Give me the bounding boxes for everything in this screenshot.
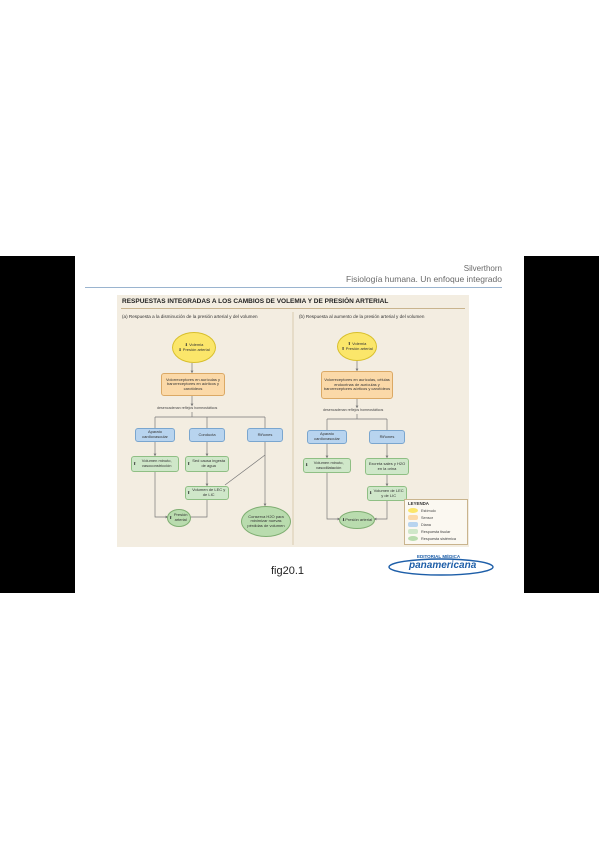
panel-a-output-pressure: ⬆ Presión arterial — [167, 509, 191, 527]
arrow-a-branch — [154, 412, 266, 428]
arrow-a-r1-out1 — [154, 472, 169, 519]
panel-b-node-kidneys: Riñones — [369, 430, 405, 444]
panel-b-subtitle: (b) Respuesta al aumento de la presión a… — [299, 314, 425, 319]
panel-b-receptors: Volorreceptores en aurículas, células en… — [321, 371, 393, 399]
legend-swatch-tissue — [408, 529, 418, 534]
panel-a-receptors: Volorreceptores en aurículas y barorrece… — [161, 373, 225, 396]
arrow-b-branch — [326, 414, 388, 430]
panel-a-center: desencadenan reflejos homeostáticos — [157, 406, 218, 410]
legend-item-systemic: Respuesta sistémica — [408, 536, 456, 541]
panel-a-response-volume: ⬆ Volumen de LEC y de LIC — [185, 486, 229, 500]
figure-caption: fig20.1 — [271, 565, 305, 577]
header-book-title: Fisiología humana. Un enfoque integrado — [346, 274, 502, 284]
panel-a-subtitle: (a) Respuesta a la disminución de la pre… — [122, 314, 258, 319]
panel-b-node-cardiovascular: Aparato cardiovascular — [307, 430, 347, 444]
panel-a-node-behavior: Conducta — [189, 428, 225, 442]
panel-a-node-cardiovascular: Aparato cardiovascular — [135, 428, 175, 442]
legend-item-sensor: Sensor — [408, 515, 433, 520]
panel-b-response-volume: ⬇ Volumen de LEC y de LIC — [367, 486, 407, 501]
left-letterbox — [0, 256, 75, 593]
arrow-a-r3-out1 — [187, 500, 208, 519]
legend-swatch-stimulus — [408, 508, 418, 513]
header-author: Silverthorn — [463, 264, 502, 273]
legend-item-tissue: Respuesta tisular — [408, 529, 450, 534]
panel-b-response-excretion: Excreta sales y H2O en la orina — [365, 458, 409, 475]
arrow-b-r1-out1 — [326, 473, 341, 521]
panel-b-output-pressure: ⬇ Presión arterial — [339, 511, 375, 529]
right-letterbox — [524, 256, 599, 593]
figure: RESPUESTAS INTEGRADAS A LOS CAMBIOS DE V… — [117, 295, 469, 547]
panel-a-stimulus: ⬇ Volemia ⬇ Presión arterial — [172, 332, 216, 363]
publisher-line2: panamericana — [409, 560, 477, 571]
panel-a-output-conserve: Conserva H2O para minimizar nuevas pérdi… — [241, 506, 291, 537]
panel-b-stimulus-2: ⬆ Presión arterial — [341, 345, 373, 351]
panel-b-response-cardiac: ⬇ Volumen minuto, vasodilatación — [303, 458, 351, 473]
header-divider — [85, 287, 502, 288]
panel-b-stimulus-1: ⬆ Volemia — [347, 340, 367, 346]
figure-title: RESPUESTAS INTEGRADAS A LOS CAMBIOS DE V… — [122, 298, 389, 305]
legend-swatch-target — [408, 522, 418, 527]
legend-item-target: Diana — [408, 522, 431, 527]
publisher-logo: EDITORIAL MÉDICA panamericana — [387, 553, 495, 577]
connector-arrows — [153, 312, 389, 545]
slide: Silverthorn Fisiología humana. Un enfoqu… — [75, 256, 524, 593]
legend-title: LEYENDA — [408, 501, 429, 506]
panel-a-stimulus-2: ⬇ Presión arterial — [178, 346, 210, 352]
panel-b-stimulus: ⬆ Volemia ⬆ Presión arterial — [337, 332, 377, 361]
legend-swatch-systemic — [408, 536, 418, 541]
arrow-b-r3-out1 — [373, 501, 388, 521]
title-underline — [121, 308, 465, 309]
panel-a-response-thirst: ⬆ Sed causa ingesta de agua — [185, 456, 229, 472]
publisher-line1: EDITORIAL MÉDICA — [417, 554, 461, 559]
panel-a-stimulus-1: ⬇ Volemia — [184, 341, 204, 347]
logo-swoosh — [388, 558, 494, 576]
panel-b-center: desencadenan reflejos homeostáticos — [323, 408, 384, 412]
arrow-a-n3-r3 — [224, 454, 266, 486]
panel-a-response-cardiac: ⬆ Volumen minuto, vasoconstricción — [131, 456, 179, 472]
panel-a-node-kidneys: Riñones — [247, 428, 283, 442]
legend-swatch-sensor — [408, 515, 418, 520]
legend-item-stimulus: Estímulo — [408, 508, 436, 513]
legend: LEYENDA Estímulo Sensor Diana Respuesta … — [404, 499, 468, 545]
